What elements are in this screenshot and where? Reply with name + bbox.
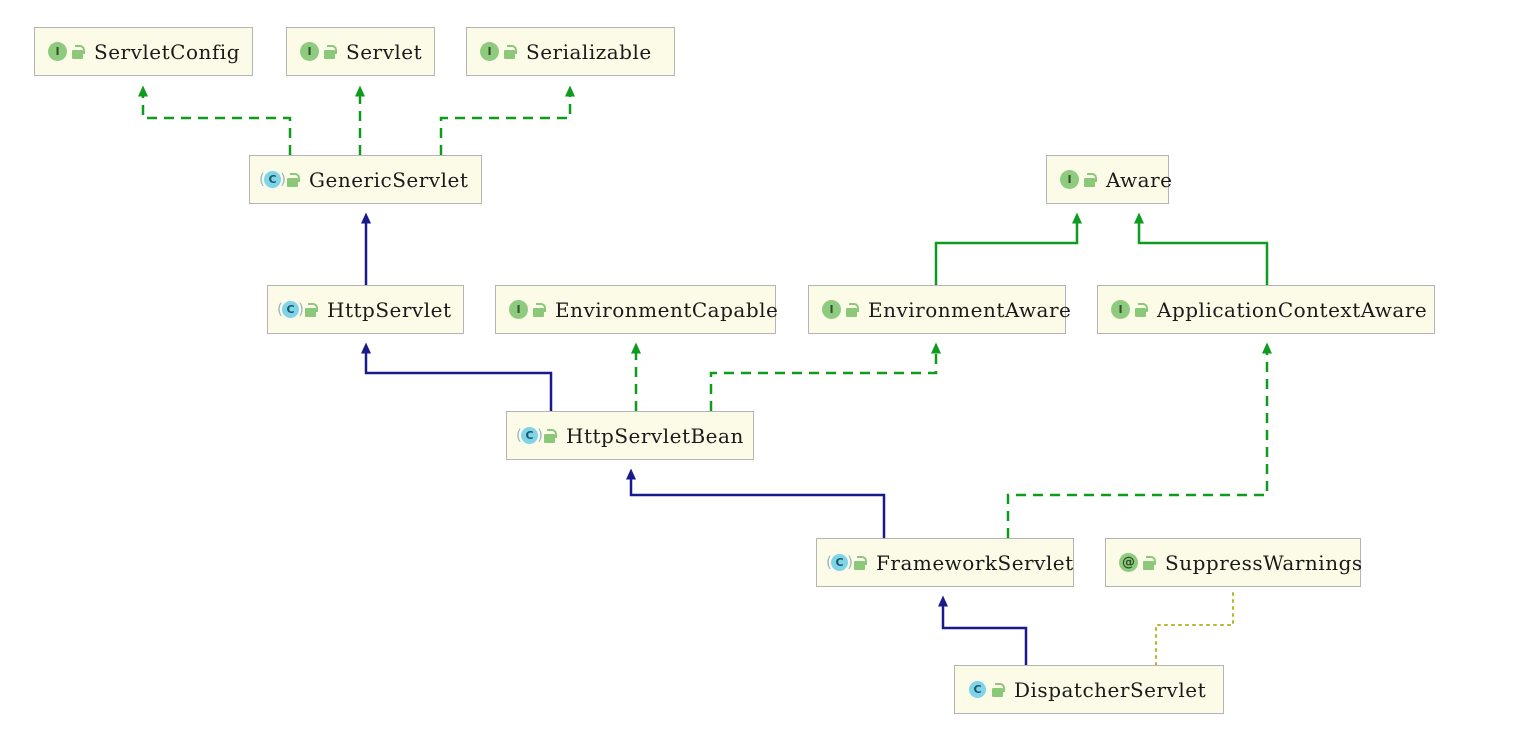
abstract-class-badge-icon: ( C ) xyxy=(259,169,286,188)
unlocked-lock-icon xyxy=(286,172,300,188)
edge-environmentaware-to-aware xyxy=(934,212,1082,285)
node-label: ApplicationContextAware xyxy=(1157,297,1428,322)
edge-frameworkservlet-to-applicationcontextaware xyxy=(1006,342,1272,538)
node-aware[interactable]: I Aware xyxy=(1046,155,1173,204)
node-servlet[interactable]: I Servlet xyxy=(286,27,435,76)
class-badge-icon: C xyxy=(966,679,988,701)
edge-frameworkservlet-to-httpservletbean xyxy=(626,468,886,538)
node-environmentaware[interactable]: I EnvironmentAware xyxy=(808,285,1071,334)
node-label: HttpServlet xyxy=(327,297,452,322)
node-dispatcherservlet[interactable]: C DispatcherServlet xyxy=(954,665,1224,714)
interface-badge-icon: I xyxy=(507,299,529,321)
abstract-class-badge-icon: ( C ) xyxy=(516,425,543,444)
node-suppresswarnings[interactable]: @ SuppressWarnings xyxy=(1105,538,1363,587)
unlocked-lock-icon xyxy=(503,44,517,60)
edge-applicationcontextaware-to-aware xyxy=(1134,212,1269,285)
interface-badge-icon: I xyxy=(820,299,842,321)
node-label: GenericServlet xyxy=(309,167,469,192)
unlocked-lock-icon xyxy=(845,302,859,318)
node-httpservlet[interactable]: ( C ) HttpServlet xyxy=(267,285,464,334)
node-label: FrameworkServlet xyxy=(876,550,1074,575)
edge-dispatcherservlet-to-suppresswarnings xyxy=(1155,587,1234,666)
unlocked-lock-icon xyxy=(532,302,546,318)
edge-genericservlet-to-servletconfig xyxy=(138,85,292,155)
node-genericservlet[interactable]: ( C ) GenericServlet xyxy=(249,155,482,204)
node-label: ServletConfig xyxy=(94,39,240,64)
node-label: Aware xyxy=(1106,167,1173,192)
edge-dispatcherservlet-to-frameworkservlet xyxy=(938,595,1028,665)
unlocked-lock-icon xyxy=(1134,302,1148,318)
node-label: Serializable xyxy=(526,39,652,64)
unlocked-lock-icon xyxy=(1083,172,1097,188)
node-label: EnvironmentAware xyxy=(868,297,1072,322)
unlocked-lock-icon xyxy=(323,44,337,60)
unlocked-lock-icon xyxy=(71,44,85,60)
interface-badge-icon: I xyxy=(298,41,320,63)
node-frameworkservlet[interactable]: ( C ) FrameworkServlet xyxy=(816,538,1074,587)
node-label: Servlet xyxy=(346,39,423,64)
node-httpservletbean[interactable]: ( C ) HttpServletBean xyxy=(506,411,754,460)
node-servletconfig[interactable]: I ServletConfig xyxy=(34,27,253,76)
edge-genericservlet-to-serializable xyxy=(439,85,575,155)
node-label: HttpServletBean xyxy=(566,423,744,448)
node-applicationcontextaware[interactable]: I ApplicationContextAware xyxy=(1097,285,1435,334)
node-environmentcapable[interactable]: I EnvironmentCapable xyxy=(495,285,779,334)
annotation-badge-icon: @ xyxy=(1117,552,1139,574)
abstract-class-badge-icon: ( C ) xyxy=(277,299,304,318)
unlocked-lock-icon xyxy=(304,302,318,318)
unlocked-lock-icon xyxy=(1142,555,1156,571)
edge-httpservletbean-to-environmentaware xyxy=(709,342,941,411)
unlocked-lock-icon xyxy=(853,555,867,571)
abstract-class-badge-icon: ( C ) xyxy=(826,552,853,571)
node-label: SuppressWarnings xyxy=(1165,550,1363,575)
interface-badge-icon: I xyxy=(46,41,68,63)
interface-badge-icon: I xyxy=(1058,169,1080,191)
node-serializable[interactable]: I Serializable xyxy=(466,27,675,76)
unlocked-lock-icon xyxy=(991,682,1005,698)
node-label: EnvironmentCapable xyxy=(555,297,779,322)
interface-badge-icon: I xyxy=(1109,299,1131,321)
unlocked-lock-icon xyxy=(543,428,557,444)
edge-httpservletbean-to-httpservlet xyxy=(361,342,553,411)
node-label: DispatcherServlet xyxy=(1014,677,1207,702)
interface-badge-icon: I xyxy=(478,41,500,63)
